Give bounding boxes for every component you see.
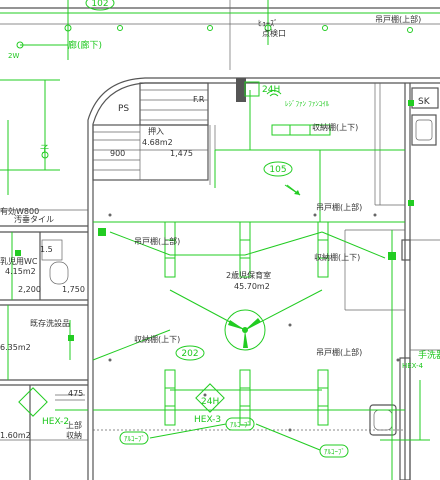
handwash-sub-label: HEX-4 (402, 362, 424, 370)
fan-coil-label: ﾚｼﾞﾌｧﾝ ﾌｧﾝｺｲﾙ (285, 100, 330, 108)
left-tag-label: 2W (8, 52, 19, 60)
tsurito-left-label: 吊戸棚(上部) (134, 236, 180, 246)
dim-1-5-label: 1.5 (40, 245, 53, 254)
storage-mid-label: 収納棚(上下) (314, 252, 360, 262)
h24-top-label: 24H (262, 85, 280, 95)
area-160-label: 1.60m2 (0, 431, 31, 440)
tsurito-top-label: 吊戸棚(上部) (375, 14, 421, 24)
bottom-tag-2: ｱﾙｺｰﾌﾞ (230, 421, 251, 429)
tsurito-right2-label: 吊戸棚(上部) (316, 347, 362, 357)
sk-label: SK (418, 97, 431, 107)
circle-label-202: 202 (181, 349, 198, 359)
bottom-tag-1: ｱﾙｺｰﾌﾞ (124, 435, 145, 443)
dim-1475-label: 1,475 (170, 149, 193, 158)
hex2-label: HEX-2 (42, 417, 69, 427)
hex3-label: HEX-3 (194, 415, 221, 425)
tile-label: 汚垂タイル (14, 214, 54, 224)
corridor-label: 廊(廊下) (68, 39, 102, 51)
dim-475-label: 475 (68, 389, 83, 398)
storage-low-label: 収納棚(上下) (134, 334, 180, 344)
wc-label: 乳児用WC (0, 256, 38, 266)
circle-label-102: 102 (91, 0, 108, 9)
ps-label: PS (118, 104, 129, 114)
dim-1750-label: 1,750 (62, 285, 85, 294)
room-area-label: 45.70m2 (234, 282, 270, 291)
kanban-label: 押入 (148, 126, 164, 136)
wc-area-label: 4.15m2 (5, 267, 36, 276)
kanban-area-label: 4.68m2 (142, 138, 173, 147)
dim-900-label: 900 (110, 149, 125, 158)
shuno-label: 収納 (66, 430, 82, 440)
laundry-label: 既存洗設品 (30, 318, 70, 328)
dim-2200-label: 2,200 (18, 285, 41, 294)
tsurito-right1-label: 吊戸棚(上部) (316, 202, 362, 212)
tenkenko-label: 点検口 (262, 28, 286, 38)
area-635-label: 6.35m2 (0, 343, 31, 352)
fr-label: F.R (193, 95, 205, 104)
handwash-label: 手洗器 (418, 349, 440, 361)
room-name-label: 2歳児保育室 (226, 270, 271, 280)
jobu-label: 上部 (66, 420, 82, 430)
circle-label-105: 105 (269, 165, 286, 175)
bottom-tag-3: ｱﾙｺｰﾌﾞ (324, 448, 345, 456)
dim-800-label: 有効W800 (0, 206, 39, 216)
ko-label: 子 (40, 144, 49, 155)
storage-top-label: 収納棚(上下) (312, 122, 358, 132)
h24-bottom-label: 24H (201, 397, 219, 407)
fuse-label: ﾋｭｰｽﾞ (258, 19, 278, 28)
